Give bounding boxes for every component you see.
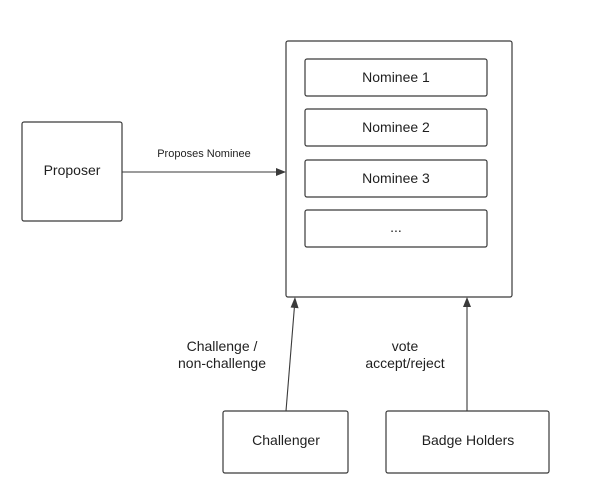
challenge-label-line1: Challenge / <box>187 338 258 354</box>
vote-label-line1: vote <box>392 338 419 354</box>
nominee-item: ... <box>304 209 488 248</box>
nominee-item: Nominee 2 <box>304 108 488 147</box>
proposes-edge: Proposes Nominee <box>122 148 286 176</box>
proposer-label: Proposer <box>44 162 101 178</box>
proposer-node: Proposer <box>21 121 123 222</box>
badge-holders-label: Badge Holders <box>422 432 515 448</box>
challenge-edge: Challenge / non-challenge <box>178 297 299 412</box>
nominee-item-box <box>304 58 488 97</box>
challenger-box <box>222 410 349 474</box>
challenge-arrowhead <box>290 297 299 309</box>
vote-arrowhead <box>463 297 471 307</box>
nominee-more-label: ... <box>390 219 402 235</box>
badge-holders-node: Badge Holders <box>385 410 550 474</box>
nominee-item-box <box>304 108 488 147</box>
nominee-list-container: Nominee 1 Nominee 2 Nominee 3 ... <box>285 40 513 298</box>
proposes-label: Proposes Nominee <box>157 148 251 160</box>
challenge-label-line2: non-challenge <box>178 355 266 371</box>
challenger-label: Challenger <box>252 432 320 448</box>
nominee-item-box <box>304 159 488 198</box>
challenger-node: Challenger <box>222 410 349 474</box>
nominee-1-label: Nominee 1 <box>362 69 430 85</box>
nominee-item-box <box>304 209 488 248</box>
nominee-2-label: Nominee 2 <box>362 119 430 135</box>
vote-edge: vote accept/reject <box>365 297 471 411</box>
vote-label-line2: accept/reject <box>365 355 444 371</box>
nominee-3-label: Nominee 3 <box>362 170 430 186</box>
nominee-item: Nominee 1 <box>304 58 488 97</box>
nominee-item: Nominee 3 <box>304 159 488 198</box>
challenge-arrow-line <box>285 305 296 412</box>
proposes-arrowhead <box>276 168 286 176</box>
